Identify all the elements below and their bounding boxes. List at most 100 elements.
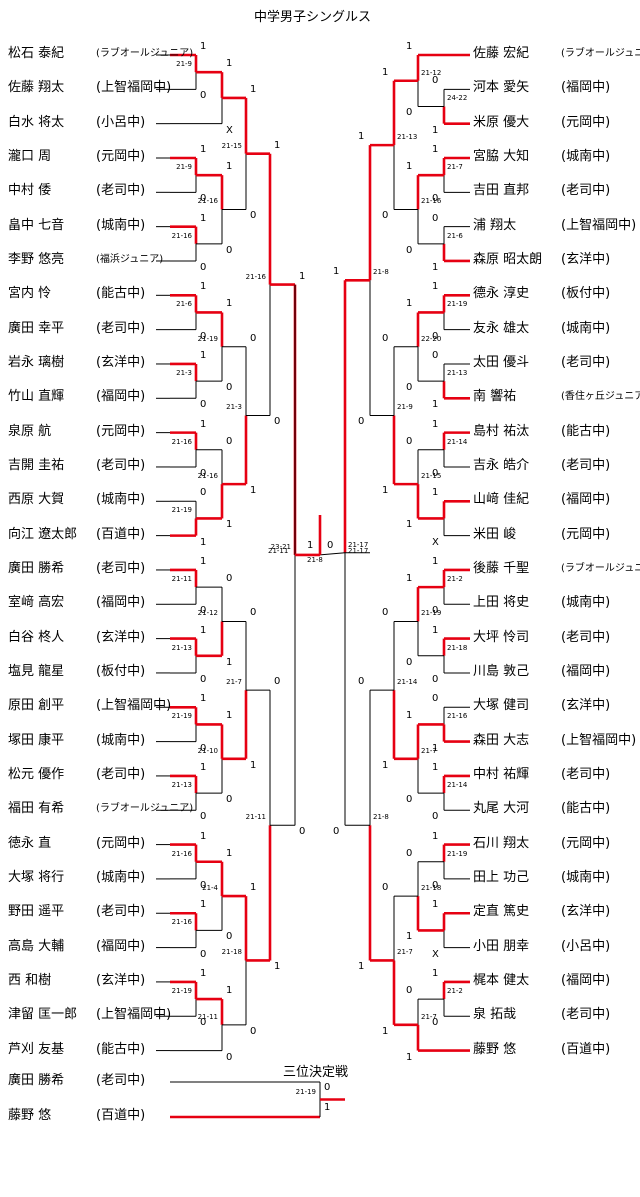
match-score: 21-19 bbox=[171, 712, 192, 721]
player-team: (上智福岡中) bbox=[96, 1007, 172, 1023]
match-score: 21-11 bbox=[171, 575, 192, 584]
player-team: (老司中) bbox=[96, 320, 146, 336]
player-team: (福岡中) bbox=[561, 972, 611, 988]
player-team: (城南中) bbox=[561, 320, 611, 336]
match-score: 21-2 bbox=[447, 575, 463, 584]
match-result: 1 bbox=[432, 399, 439, 411]
match-result: 0 bbox=[226, 794, 233, 806]
match-result: 0 bbox=[406, 656, 413, 668]
match-score: 21-16 bbox=[245, 272, 266, 281]
match-result: 1 bbox=[432, 899, 439, 911]
player-name: 塚田 康平 bbox=[8, 732, 65, 748]
player-name: 西原 大賀 bbox=[8, 492, 65, 508]
match-score: 21-18 bbox=[221, 948, 242, 957]
match-result: 0 bbox=[406, 794, 413, 806]
match-result: 0 bbox=[274, 416, 281, 428]
player-name: 松石 泰紀 bbox=[8, 46, 65, 61]
player-team: (ラブオールジュニア) bbox=[561, 562, 640, 574]
player-name: 友永 雄太 bbox=[473, 320, 530, 336]
match-result: 0 bbox=[200, 879, 207, 891]
player-name: 梶本 健太 bbox=[473, 972, 530, 988]
player-name: 塩見 龍星 bbox=[8, 663, 65, 679]
player-name: 中村 祐輝 bbox=[473, 766, 530, 782]
match-result: 1 bbox=[200, 967, 207, 979]
match-result: 0 bbox=[432, 1017, 439, 1029]
match-result: 0 bbox=[200, 330, 207, 342]
match-result: 1 bbox=[432, 281, 439, 293]
player-name: 福田 有希 bbox=[8, 801, 65, 817]
player-name: 定直 篤史 bbox=[473, 904, 530, 920]
match-score: 21-16 bbox=[421, 197, 442, 206]
match-result: 0 bbox=[226, 573, 233, 585]
player-team: (元岡中) bbox=[561, 526, 611, 542]
match-score: 21-19 bbox=[421, 609, 442, 618]
match-score: 21-3 bbox=[176, 369, 192, 378]
match-result: 1 bbox=[358, 961, 365, 973]
match-result: 0 bbox=[432, 467, 439, 479]
player-team: (板付中) bbox=[96, 663, 146, 679]
player-name: 李野 悠亮 bbox=[8, 251, 65, 267]
player-name: 宮内 怜 bbox=[8, 286, 52, 302]
match-result: 1 bbox=[406, 41, 413, 52]
match-score: 21-19 bbox=[171, 506, 192, 515]
match-result: 0 bbox=[382, 882, 389, 894]
match-result: 0 bbox=[200, 193, 207, 205]
match-result: 1 bbox=[432, 124, 439, 136]
player-name: 森原 昭太朗 bbox=[473, 251, 543, 267]
player-name: 大塚 将行 bbox=[8, 869, 65, 885]
player-name: 米原 優大 bbox=[473, 114, 530, 130]
match-score: 21-15 bbox=[221, 141, 242, 150]
player-team: (玄洋中) bbox=[96, 972, 146, 988]
match-score: 21-10 bbox=[197, 746, 218, 755]
player-team: (香住ヶ丘ジュニア) bbox=[561, 391, 640, 403]
match-result: 1 bbox=[432, 261, 439, 273]
player-name: 上田 将史 bbox=[473, 595, 530, 611]
match-score: 21-19 bbox=[447, 300, 468, 309]
match-score: 21-13 bbox=[171, 781, 192, 790]
player-name: 原田 創平 bbox=[8, 698, 65, 714]
match-result: 0 bbox=[200, 90, 207, 102]
player-team: (福岡中) bbox=[561, 663, 611, 679]
third-place-title: 三位決定戦 bbox=[283, 1065, 349, 1080]
match-result: 0 bbox=[250, 607, 257, 619]
player-team: (城南中) bbox=[96, 869, 146, 885]
match-result: 0 bbox=[406, 847, 413, 859]
match-score: 21-18 bbox=[421, 884, 442, 893]
player-team: (福岡中) bbox=[96, 938, 146, 954]
player-team: (老司中) bbox=[561, 766, 611, 782]
match-result: 0 bbox=[432, 811, 439, 823]
match-result: 0 bbox=[226, 931, 233, 943]
player-name: 高島 大輔 bbox=[8, 938, 65, 954]
player-team: (板付中) bbox=[561, 286, 611, 302]
match-result: 1 bbox=[406, 931, 413, 943]
match-result: 0 bbox=[226, 244, 233, 256]
player-team: (玄洋中) bbox=[561, 698, 611, 714]
match-result: 1 bbox=[200, 830, 207, 842]
match-result: 1 bbox=[406, 573, 413, 585]
match-result: 0 bbox=[200, 467, 207, 479]
match-result: 0 bbox=[200, 399, 207, 411]
player-team: (百道中) bbox=[96, 1108, 146, 1123]
match-score: 21-18 bbox=[447, 643, 468, 652]
player-team: (老司中) bbox=[96, 560, 146, 576]
player-name: 後藤 千聖 bbox=[473, 560, 530, 576]
match-result: 0 bbox=[382, 607, 389, 619]
match-result: 1 bbox=[432, 418, 439, 430]
match-score: 21-4 bbox=[202, 884, 218, 893]
player-team: (福浜ジュニア) bbox=[96, 253, 164, 265]
player-name: 山﨑 佳紀 bbox=[473, 492, 530, 508]
player-team: (元岡中) bbox=[96, 148, 146, 164]
player-name: 津留 匡一郎 bbox=[8, 1007, 78, 1023]
match-result: X bbox=[432, 948, 439, 960]
match-result: 0 bbox=[432, 673, 439, 685]
player-name: 南 響祐 bbox=[473, 389, 517, 405]
player-name: 石川 翔太 bbox=[473, 835, 530, 851]
player-team: (福岡中) bbox=[96, 389, 146, 405]
match-result: 1 bbox=[432, 143, 439, 155]
match-score: 21-15 bbox=[421, 472, 442, 481]
match-result: 1 bbox=[226, 58, 233, 70]
player-name: 大塚 健司 bbox=[473, 698, 530, 714]
match-result: 0 bbox=[250, 210, 257, 222]
player-team: (元岡中) bbox=[561, 114, 611, 130]
